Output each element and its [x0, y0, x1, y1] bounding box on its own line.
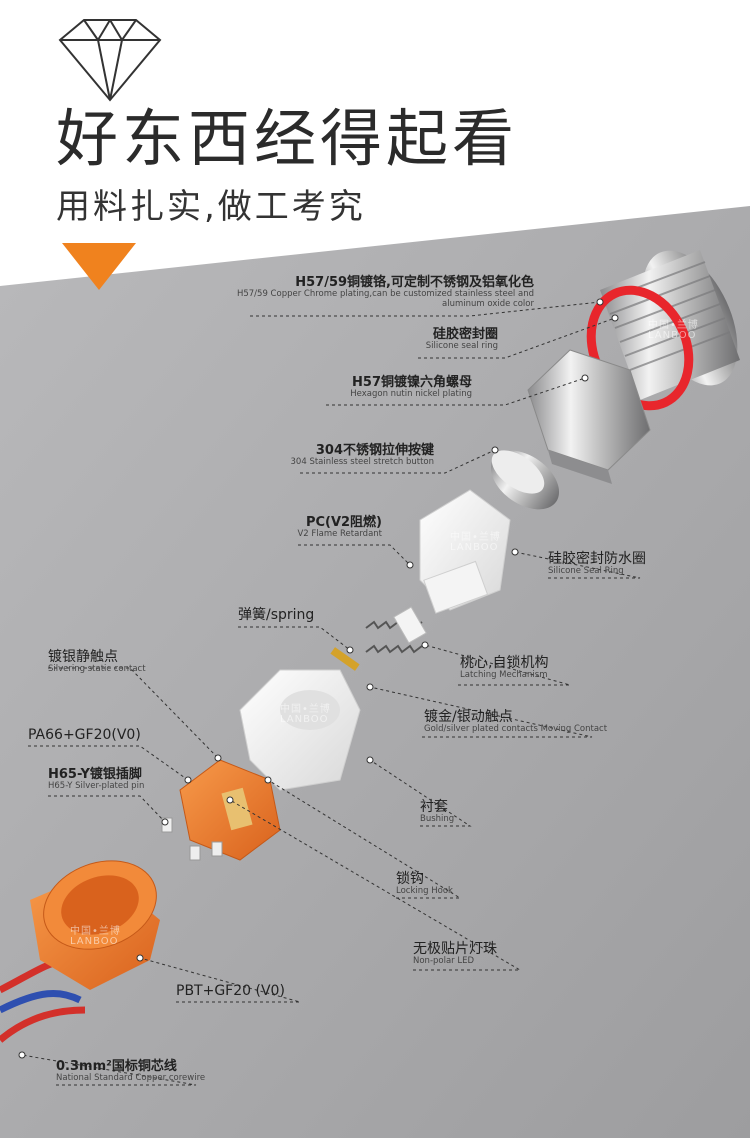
label-led: 无极贴片灯珠 Non-polar LED — [413, 941, 497, 967]
orange-base — [161, 759, 281, 861]
label-locking-hook: 锁钩 Locking Hook — [396, 871, 453, 897]
bushing-part — [239, 669, 361, 791]
orange-triangle-icon — [62, 243, 136, 290]
metal-housing — [586, 250, 740, 411]
label-wire: 0.3mm²国标铜芯线 National Standard Copper cor… — [56, 1059, 206, 1084]
watermark-cn: 中国•兰博 — [648, 320, 699, 331]
watermark-cn-3: 中国•兰博 — [280, 704, 331, 715]
label-waterproof-ring: 硅胶密封防水圈 Silicone Seal Ring — [548, 551, 646, 577]
label-pa66: PA66+GF20(V0) — [28, 727, 141, 743]
label-moving-contact: 镀金/银动触点 Gold/silver plated contacts Movi… — [424, 709, 608, 735]
leader-lines — [21, 301, 641, 1086]
label-hex-nut: H57铜镀镍六角螺母 Hexagon nutin nickel plating — [350, 375, 472, 400]
leader-dots — [18, 298, 619, 1059]
label-latching: 桃心,自锁机构 Latching Mechanism — [460, 655, 549, 681]
watermark-cn-2: 中国•兰博 — [450, 532, 501, 543]
label-h65-pin: H65-Y镀银插脚 H65-Y Silver-plated pin — [48, 767, 145, 792]
label-pbt: PBT+GF20 (V0) — [176, 983, 285, 999]
pc-actuator — [419, 489, 511, 614]
watermark-en-3: LANBOO — [280, 714, 329, 725]
watermark-cn-4: 中国•兰博 — [70, 926, 121, 937]
latching-heart — [393, 606, 427, 644]
label-pc-v2: PC(V2阻燃) V2 Flame Retardant — [297, 515, 382, 540]
watermark-en: LANBOO — [648, 330, 697, 341]
gold-contact — [330, 647, 360, 671]
diamond-icon — [58, 19, 162, 102]
label-h57-plating: H57/59铜镀铬,可定制不锈钢及铝氧化色 H57/59 Copper Chro… — [236, 275, 534, 309]
label-silver-static: 镀银静触点 Silvering static contact — [48, 649, 146, 675]
label-bushing: 衬套 Bushing — [420, 799, 455, 825]
label-stainless-button: 304不锈钢拉伸按键 304 Stainless steel stretch b… — [290, 443, 434, 468]
pbt-housing — [0, 860, 160, 1043]
button-cap — [490, 450, 560, 510]
label-silicone-seal: 硅胶密封圈 Silicone seal ring — [425, 327, 498, 352]
hex-nut — [527, 349, 651, 484]
label-spring: 弹簧/spring — [238, 607, 315, 623]
page-subtitle: 用料扎实,做工考究 — [56, 187, 366, 227]
watermark-en-4: LANBOO — [70, 936, 119, 947]
watermark-en-2: LANBOO — [450, 542, 499, 553]
page-title: 好东西经得起看 — [56, 102, 519, 175]
